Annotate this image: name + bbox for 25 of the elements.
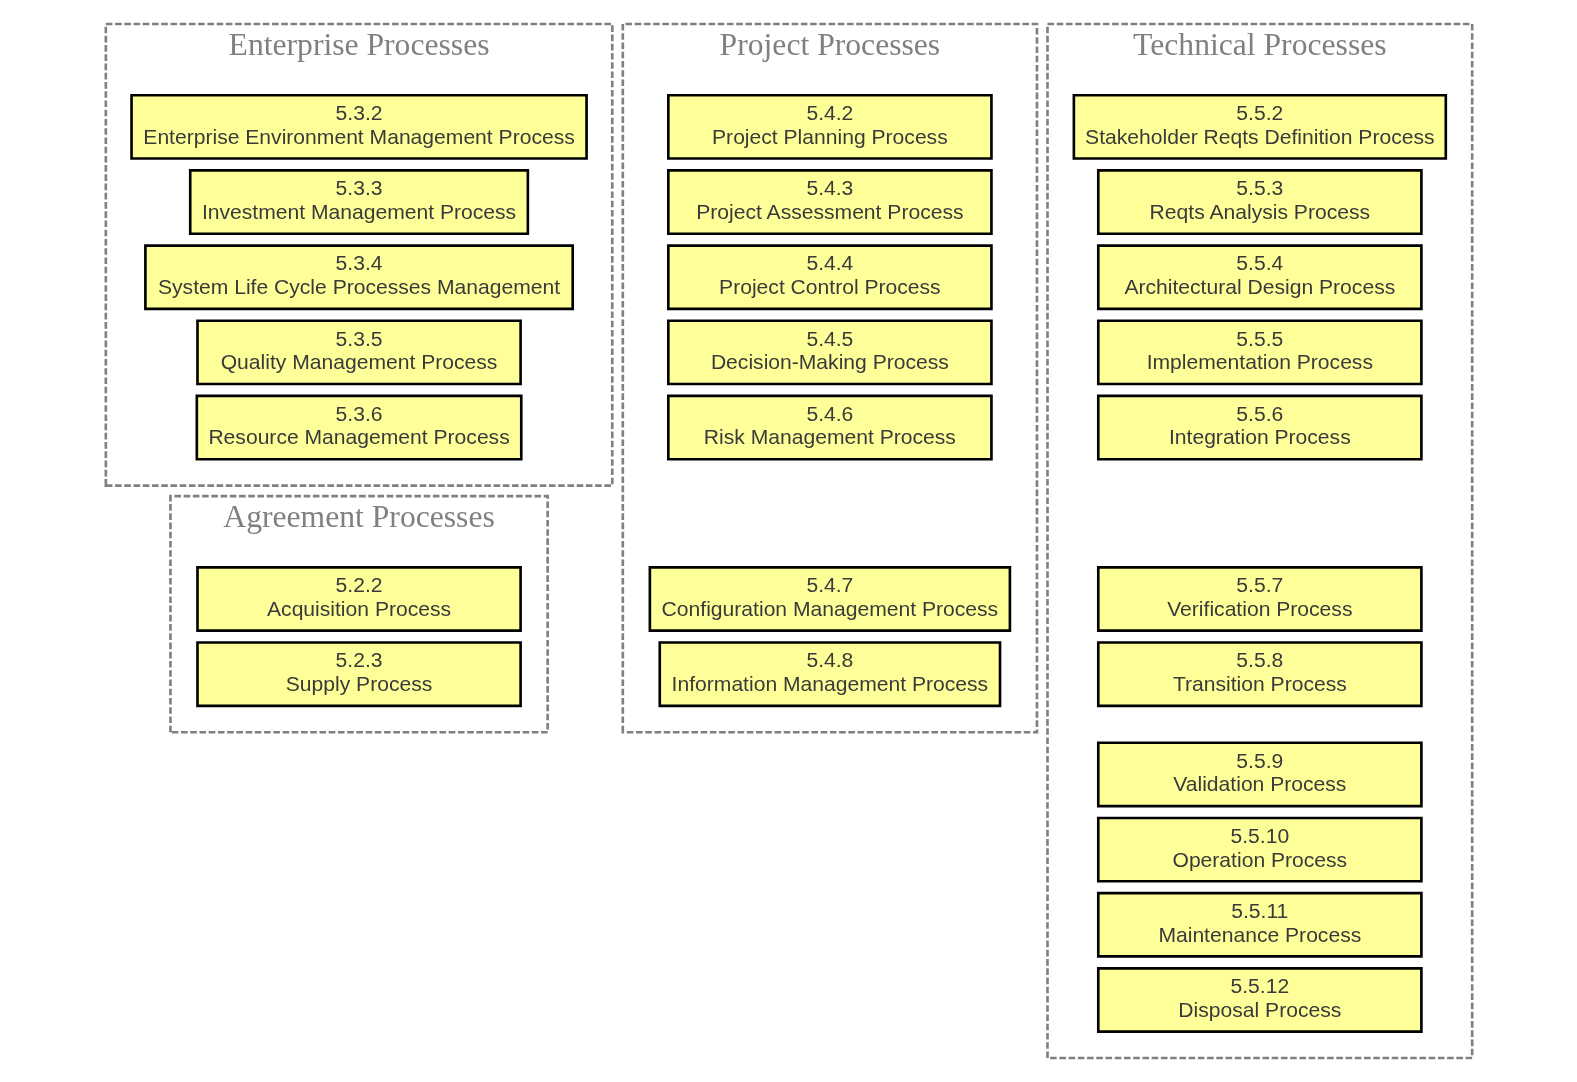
node-box: 5.5.11 Maintenance Process [1096,891,1423,958]
node-box: 5.3.6 Resource Management Process [195,394,523,461]
node-box: 5.5.5 Implementation Process [1096,319,1423,386]
node-box: 5.4.3 Project Assessment Process [666,169,993,235]
node-box: 5.3.2 Enterprise Environment Management Process [129,93,588,160]
node-box: 5.4.4 Project Control Process [666,244,993,311]
node-box: 5.5.2 Stakeholder Reqts Definition Process [1072,93,1447,160]
node-box: 5.4.7 Configuration Management Process [648,566,1011,632]
node-box: 5.5.8 Transition Process [1096,641,1423,708]
node-box: 5.2.3 Supply Process [195,641,522,708]
node-box: 5.5.12 Disposal Process [1096,967,1423,1033]
node-box: 5.4.2 Project Planning Process [666,93,993,160]
node-box: 5.2.2 Acquisition Process [195,566,522,632]
node-box: 5.4.6 Risk Management Process [666,394,993,461]
node-box: 5.4.5 Decision-Making Process [666,319,993,386]
node-box: 5.5.9 Validation Process [1096,741,1423,808]
node-box: 5.3.5 Quality Management Process [195,319,522,386]
node-box: 5.5.3 Reqts Analysis Process [1096,169,1423,235]
node-box: 5.5.4 Architectural Design Process [1096,244,1423,311]
node-box: 5.3.3 Investment Management Process [188,169,529,235]
node-box: 5.5.6 Integration Process [1096,394,1423,461]
node-box: 5.5.7 Verification Process [1096,566,1423,632]
node-box: 5.5.10 Operation Process [1096,816,1423,883]
node-box: 5.3.4 System Life Cycle Processes Management [143,244,574,311]
node-box: 5.4.8 Information Management Process [657,641,1001,708]
